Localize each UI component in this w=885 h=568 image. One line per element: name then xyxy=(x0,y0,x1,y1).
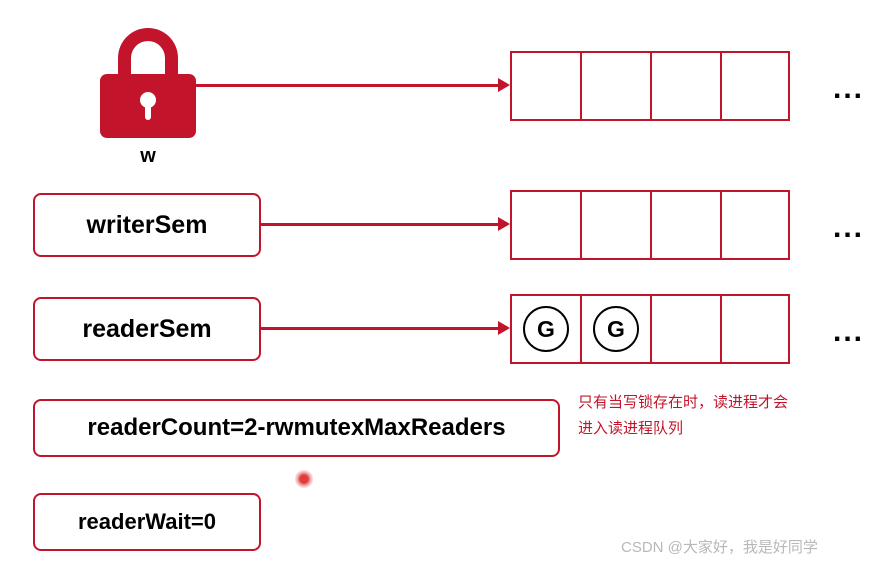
padlock-icon xyxy=(100,28,196,138)
padlock-keyslot xyxy=(145,102,151,120)
lock-label: w xyxy=(140,145,156,167)
arrow-head-lock xyxy=(498,78,510,92)
writer-sem-box: writerSem xyxy=(33,193,261,257)
annotation-line-2: 进入读进程队列 xyxy=(578,420,684,437)
padlock-keyhole xyxy=(140,92,156,108)
goroutine-node: G xyxy=(523,306,569,352)
queue-cell xyxy=(580,51,650,121)
arrow-head-readersem xyxy=(498,321,510,335)
queue-cell xyxy=(650,51,720,121)
queue-cell xyxy=(650,190,720,260)
arrow-readersem-to-queue xyxy=(261,327,500,330)
goroutine-node: G xyxy=(593,306,639,352)
queue-ellipsis: ... xyxy=(833,72,865,105)
queue-cell xyxy=(580,190,650,260)
annotation-line-1: 只有当写锁存在时，读进程才会 xyxy=(578,394,789,411)
writer-sem-queue xyxy=(510,190,790,260)
arrow-head-writersem xyxy=(498,217,510,231)
reader-count-box: readerCount=2-rwmutexMaxReaders xyxy=(33,399,560,457)
reader-wait-box: readerWait=0 xyxy=(33,493,261,551)
annotation-text: 只有当写锁存在时，读进程才会 进入读进程队列 xyxy=(578,390,878,442)
queue-cell: G xyxy=(580,294,650,364)
arrow-lock-to-queue xyxy=(196,84,500,87)
arrow-writersem-to-queue xyxy=(261,223,500,226)
cursor-highlight-dot xyxy=(295,470,313,488)
lock-wait-queue xyxy=(510,51,790,121)
reader-sem-box: readerSem xyxy=(33,297,261,361)
queue-cell xyxy=(510,51,580,121)
queue-cell xyxy=(720,190,790,260)
queue-ellipsis: ... xyxy=(833,211,865,244)
queue-cell xyxy=(720,51,790,121)
queue-cell xyxy=(510,190,580,260)
queue-cell xyxy=(720,294,790,364)
queue-ellipsis: ... xyxy=(833,315,865,348)
queue-cell xyxy=(650,294,720,364)
reader-sem-queue: G G xyxy=(510,294,790,364)
queue-cell: G xyxy=(510,294,580,364)
watermark-text: CSDN @大家好，我是好同学 xyxy=(621,539,818,556)
